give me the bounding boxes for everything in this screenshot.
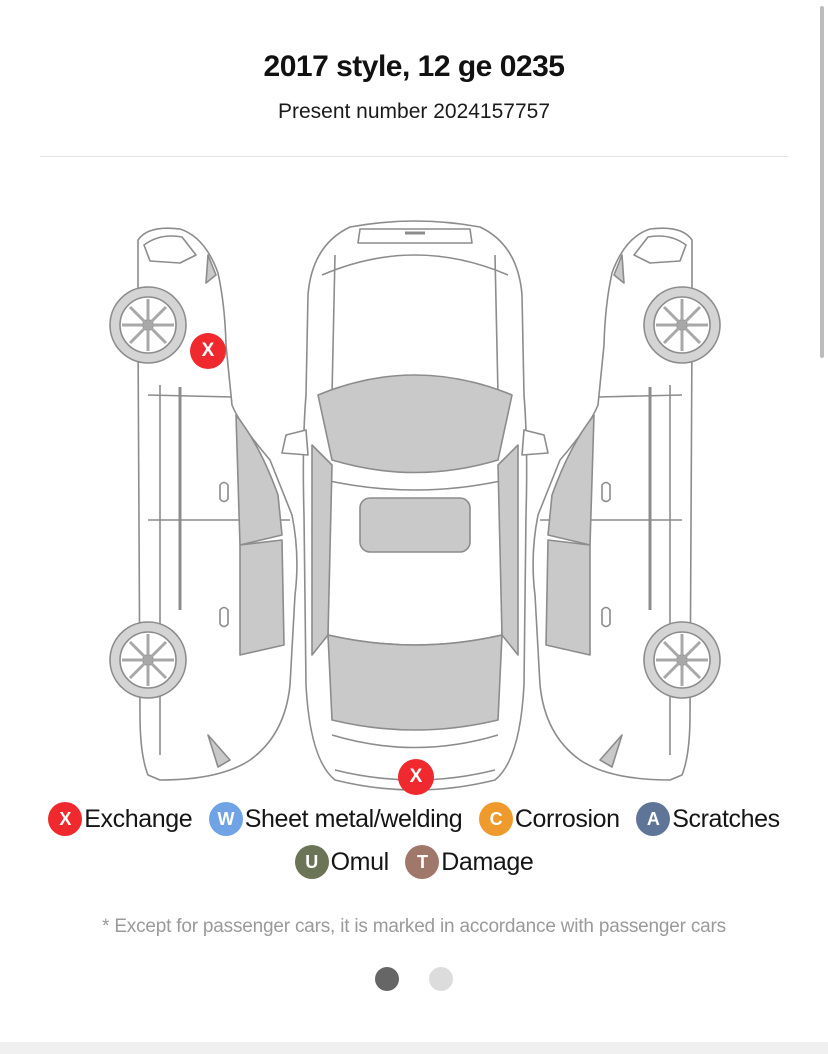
scratches-badge-icon: A <box>636 802 671 836</box>
legend-label: Scratches <box>672 804 780 833</box>
corrosion-badge-icon: C <box>478 802 513 836</box>
car-diagram <box>109 220 721 791</box>
scrollbar-thumb[interactable] <box>820 6 824 358</box>
car-left-side-view <box>109 227 298 781</box>
exchange-badge-icon: X <box>48 802 83 836</box>
omul-badge-icon: U <box>294 845 329 879</box>
footnote: * Except for passenger cars, it is marke… <box>102 916 726 937</box>
divider <box>40 156 788 157</box>
damage-marker-exchange-rear-bumper[interactable]: X <box>398 759 434 795</box>
legend-item-damage: T Damage <box>405 845 534 879</box>
legend-item-corrosion: C Corrosion <box>478 802 620 836</box>
legend-row: U Omul T Damage <box>0 845 828 879</box>
legend-label: Damage <box>441 847 534 876</box>
scrollbar[interactable] <box>818 0 828 1042</box>
legend-item-scratches: A Scratches <box>636 802 780 836</box>
damage-marker-exchange-left-fender[interactable]: X <box>190 333 226 369</box>
pager <box>0 967 828 996</box>
legend-item-omul: U Omul <box>294 845 390 879</box>
pager-dot-1[interactable] <box>374 967 399 991</box>
legend-label: Exchange <box>84 804 193 833</box>
car-top-view <box>281 220 549 791</box>
legend-item-sheet-metal: W Sheet metal/welding <box>208 802 463 836</box>
legend-row: X Exchange W Sheet metal/welding C Corro… <box>0 802 828 836</box>
bottom-band <box>0 1042 828 1054</box>
car-right-side-view <box>532 227 721 781</box>
damage-badge-icon: T <box>405 845 440 879</box>
legend-label: Sheet metal/welding <box>244 804 463 833</box>
legend-label: Corrosion <box>514 804 620 833</box>
sheet-metal-badge-icon: W <box>208 802 243 836</box>
legend-item-exchange: X Exchange <box>48 802 193 836</box>
legend-label: Omul <box>330 847 390 876</box>
page-title: 2017 style, 12 ge 0235 <box>263 50 565 83</box>
pager-dot-2[interactable] <box>429 967 454 991</box>
present-number: Present number 2024157757 <box>277 100 551 123</box>
